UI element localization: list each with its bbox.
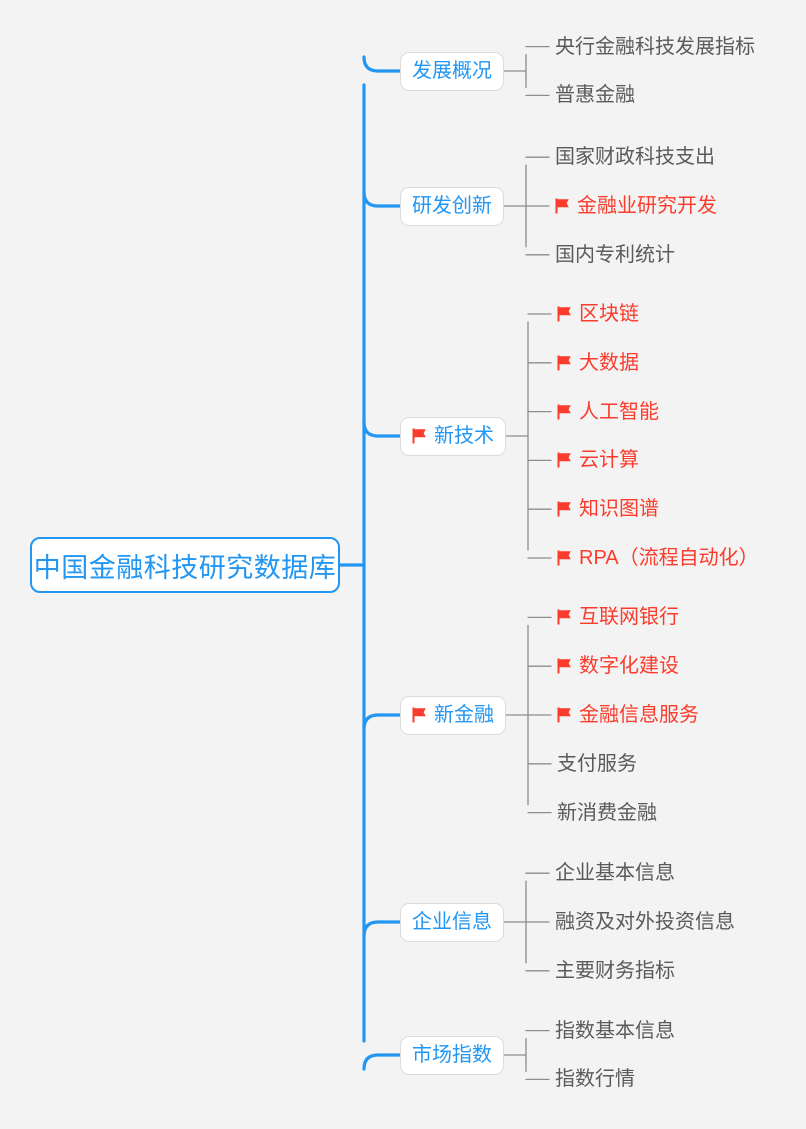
leaf-node-label: 区块链 <box>579 303 639 325</box>
red-flag-icon-shape <box>555 198 569 214</box>
leaf-node-label: 企业基本信息 <box>555 862 675 885</box>
leaf-node[interactable]: 互联网银行 <box>557 603 679 631</box>
leaf-node[interactable]: 国内专利统计 <box>555 241 675 269</box>
branch-node-label: 发展概况 <box>412 60 492 82</box>
leaf-node-label: 知识图谱 <box>579 498 659 521</box>
leaf-node-label: 互联网银行 <box>579 606 679 629</box>
red-flag-icon-shape <box>557 501 571 517</box>
leaf-node[interactable]: 国家财政科技支出 <box>555 143 715 171</box>
leaf-node[interactable]: 知识图谱 <box>557 495 659 523</box>
red-flag-icon <box>557 707 572 723</box>
red-flag-icon <box>412 428 427 444</box>
leaf-node-label: 指数基本信息 <box>555 1019 675 1042</box>
red-flag-icon-shape <box>557 550 571 566</box>
red-flag-icon <box>557 658 572 674</box>
connector-line <box>362 190 402 208</box>
leaf-node-label: 国家财政科技支出 <box>555 146 715 169</box>
leaf-node[interactable]: 主要财务指标 <box>555 957 675 985</box>
leaf-node[interactable]: 指数基本信息 <box>555 1017 675 1045</box>
branch-node[interactable]: 新技术 <box>400 416 506 456</box>
leaf-node-label: RPA（流程自动化） <box>579 547 759 569</box>
red-flag-icon <box>555 198 570 214</box>
red-flag-icon <box>557 501 572 517</box>
connector-line <box>362 920 402 938</box>
leaf-node-label: 主要财务指标 <box>555 959 675 982</box>
branch-node-label: 新技术 <box>434 425 494 447</box>
leaf-node-label: 人工智能 <box>579 400 659 423</box>
leaf-node-label: 融资及对外投资信息 <box>555 911 735 933</box>
leaf-node-label: 数字化建设 <box>579 655 679 678</box>
leaf-node[interactable]: 云计算 <box>557 446 639 474</box>
connector-line <box>362 713 402 731</box>
branch-node-label: 企业信息 <box>412 911 492 933</box>
leaf-node-label: 指数行情 <box>555 1068 635 1091</box>
branch-node-label: 研发创新 <box>412 195 492 217</box>
leaf-node[interactable]: 金融业研究开发 <box>555 192 717 220</box>
leaf-node-label: 金融信息服务 <box>579 704 699 726</box>
connector-line <box>362 55 402 73</box>
red-flag-icon-shape <box>557 658 571 674</box>
leaf-node[interactable]: 人工智能 <box>557 398 659 426</box>
red-flag-icon-shape <box>557 404 571 420</box>
red-flag-icon-shape <box>557 609 571 625</box>
leaf-node[interactable]: 企业基本信息 <box>555 859 675 887</box>
leaf-node[interactable]: 融资及对外投资信息 <box>555 908 735 936</box>
leaf-node[interactable]: 区块链 <box>557 300 639 328</box>
leaf-node[interactable]: 指数行情 <box>555 1065 635 1093</box>
branch-node-label: 市场指数 <box>412 1044 492 1066</box>
leaf-node-label: 普惠金融 <box>555 84 635 107</box>
leaf-node-label: 金融业研究开发 <box>577 195 717 217</box>
branch-node[interactable]: 企业信息 <box>400 902 504 942</box>
red-flag-icon-shape <box>557 452 571 468</box>
red-flag-icon-shape <box>557 707 571 723</box>
leaf-node[interactable]: 数字化建设 <box>557 652 679 680</box>
red-flag-icon <box>557 609 572 625</box>
branch-node[interactable]: 市场指数 <box>400 1035 504 1075</box>
red-flag-icon-shape <box>412 707 426 723</box>
leaf-node-label: 大数据 <box>579 351 639 374</box>
branch-node[interactable]: 研发创新 <box>400 186 504 226</box>
leaf-node[interactable]: RPA（流程自动化） <box>557 544 759 572</box>
leaf-node[interactable]: 支付服务 <box>557 750 637 778</box>
leaf-node[interactable]: 大数据 <box>557 349 639 377</box>
leaf-node-label: 云计算 <box>579 449 639 472</box>
red-flag-icon-shape <box>412 428 426 444</box>
root-node-label: 中国金融科技研究数据库 <box>33 552 337 583</box>
leaf-node[interactable]: 金融信息服务 <box>557 701 699 729</box>
red-flag-icon-shape <box>557 306 571 322</box>
leaf-node[interactable]: 新消费金融 <box>557 799 657 827</box>
leaf-node-label: 新消费金融 <box>557 801 657 824</box>
branch-node[interactable]: 发展概况 <box>400 51 504 91</box>
leaf-node-label: 央行金融科技发展指标 <box>555 35 755 58</box>
connector-line <box>362 1053 402 1071</box>
red-flag-icon <box>557 355 572 371</box>
leaf-node-label: 支付服务 <box>557 752 637 775</box>
red-flag-icon <box>557 452 572 468</box>
red-flag-icon <box>412 707 427 723</box>
leaf-node[interactable]: 央行金融科技发展指标 <box>555 33 755 61</box>
leaf-node-label: 国内专利统计 <box>555 243 675 266</box>
red-flag-icon <box>557 550 572 566</box>
red-flag-icon <box>557 306 572 322</box>
leaf-node[interactable]: 普惠金融 <box>555 81 635 109</box>
red-flag-icon <box>557 404 572 420</box>
connector-line <box>362 420 402 438</box>
root-node[interactable]: 中国金融科技研究数据库 <box>30 537 340 593</box>
branch-node-label: 新金融 <box>434 704 494 726</box>
red-flag-icon-shape <box>557 355 571 371</box>
branch-node[interactable]: 新金融 <box>400 695 506 735</box>
